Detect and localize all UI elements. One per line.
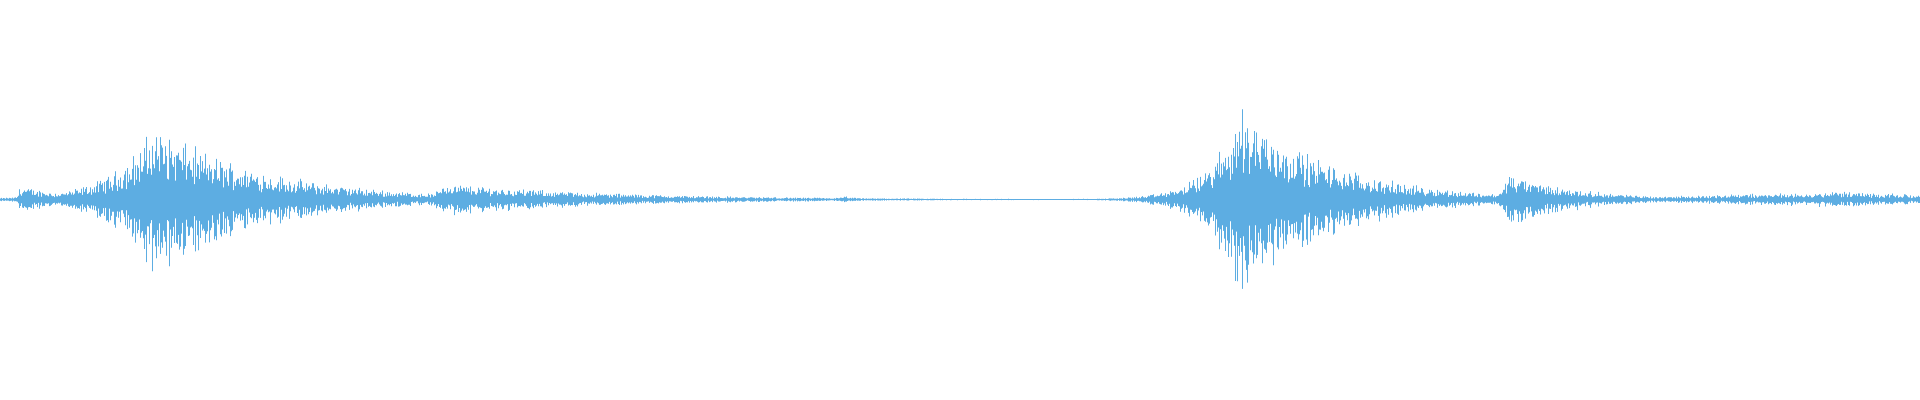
waveform-amplitude-lines [0, 109, 1920, 289]
